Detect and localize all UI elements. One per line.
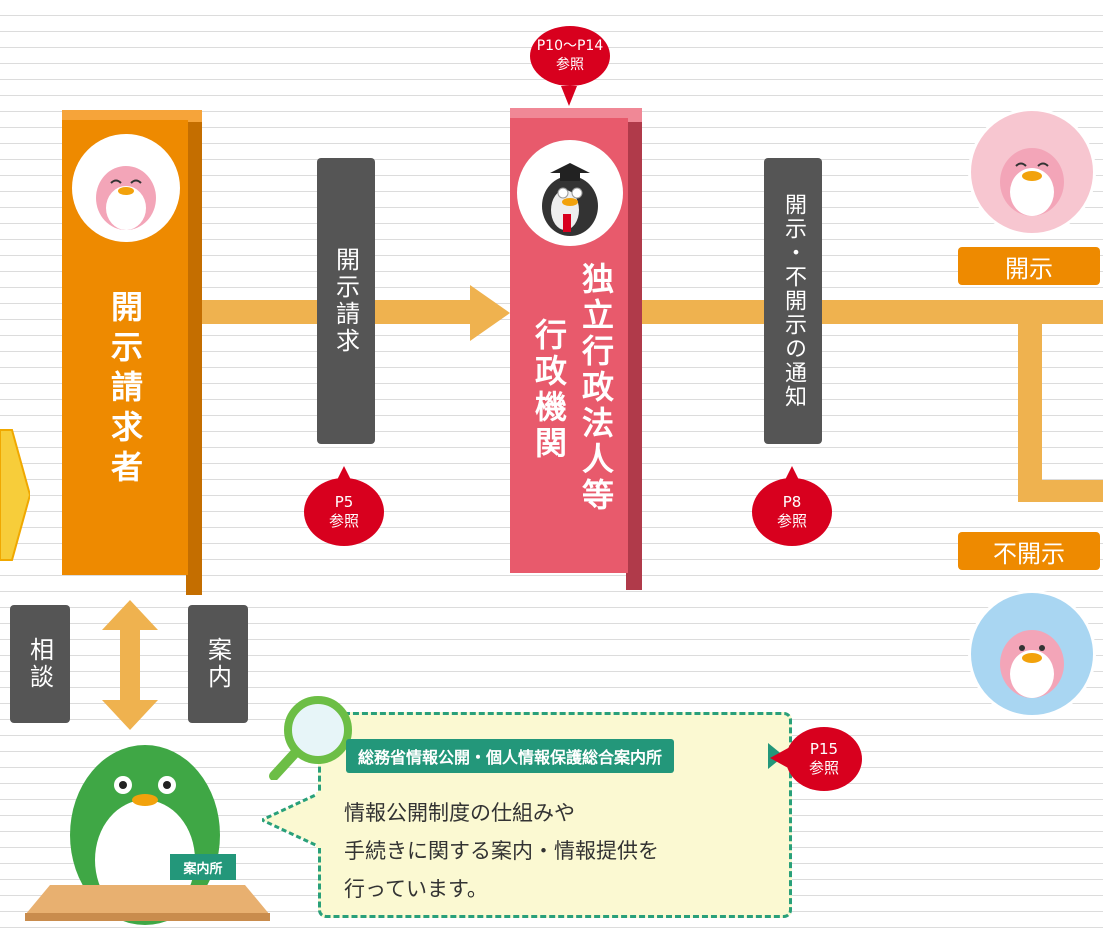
requester-pillar-top [62, 110, 202, 122]
office-description: 情報公開制度の仕組みや 手続きに関する案内・情報提供を 行っています。 [344, 794, 774, 908]
blank-penguin-icon [1000, 630, 1064, 698]
result-branch-vertical [1018, 315, 1042, 500]
disclose-label: 開示 [958, 247, 1100, 285]
agency-label-left: 行政機関 [530, 318, 568, 462]
top-reference-pin: P10～P14 参照 [530, 26, 610, 106]
nondisclose-avatar [968, 590, 1096, 718]
agency-avatar [517, 140, 623, 246]
requester-label: 開示請求者 [106, 290, 144, 490]
notification-step-box: 開示・不開示の通知 [764, 158, 822, 444]
notification-reference-page: P8 [782, 493, 802, 511]
request-reference-pin: P5 参照 [304, 466, 384, 546]
office-badge: 案内所 [170, 854, 236, 880]
requester-pillar-side [186, 120, 202, 595]
notification-reference-pin: P8 参照 [752, 466, 832, 546]
request-reference-label: 参照 [328, 512, 359, 530]
requester-avatar [72, 134, 180, 242]
result-branch-lower [1018, 480, 1103, 502]
speech-bubble-tail-cover [316, 792, 322, 848]
office-title: 総務省情報公開・個人情報保護総合案内所 [346, 739, 675, 773]
left-edge-arrow-shape [0, 429, 30, 561]
office-reference-pin: P15 参照 [786, 727, 866, 807]
top-reference-page: P10～P14 [536, 38, 604, 54]
agency-pillar-side [626, 120, 642, 590]
office-reference-label: 参照 [808, 759, 839, 777]
request-arrow-head [470, 285, 510, 341]
magnifier-icon [269, 696, 352, 780]
consult-guide-double-arrow [102, 600, 158, 730]
office-line-2: 手続きに関する案内・情報提供を [344, 839, 659, 863]
speech-bubble-tail [262, 790, 324, 850]
office-penguin-illustration [25, 745, 270, 925]
request-reference-page: P5 [334, 493, 354, 511]
consult-box: 相談 [10, 605, 70, 723]
agency-label-right: 独立行政法人等 [577, 262, 615, 514]
office-line-3: 行っています。 [344, 877, 488, 901]
office-line-1: 情報公開制度の仕組みや [344, 801, 575, 825]
nondisclose-label: 不開示 [958, 532, 1100, 570]
pink-penguin-icon [96, 166, 156, 230]
guide-box: 案内 [188, 605, 248, 723]
office-pin-pointer [770, 747, 790, 769]
disclose-avatar [968, 108, 1096, 236]
office-reference-page: P15 [809, 740, 839, 758]
request-step-box: 開示請求 [317, 158, 375, 444]
happy-penguin-icon [1000, 148, 1064, 216]
notification-reference-label: 参照 [776, 512, 807, 530]
top-reference-label: 参照 [556, 57, 584, 73]
professor-penguin-icon [542, 163, 598, 236]
